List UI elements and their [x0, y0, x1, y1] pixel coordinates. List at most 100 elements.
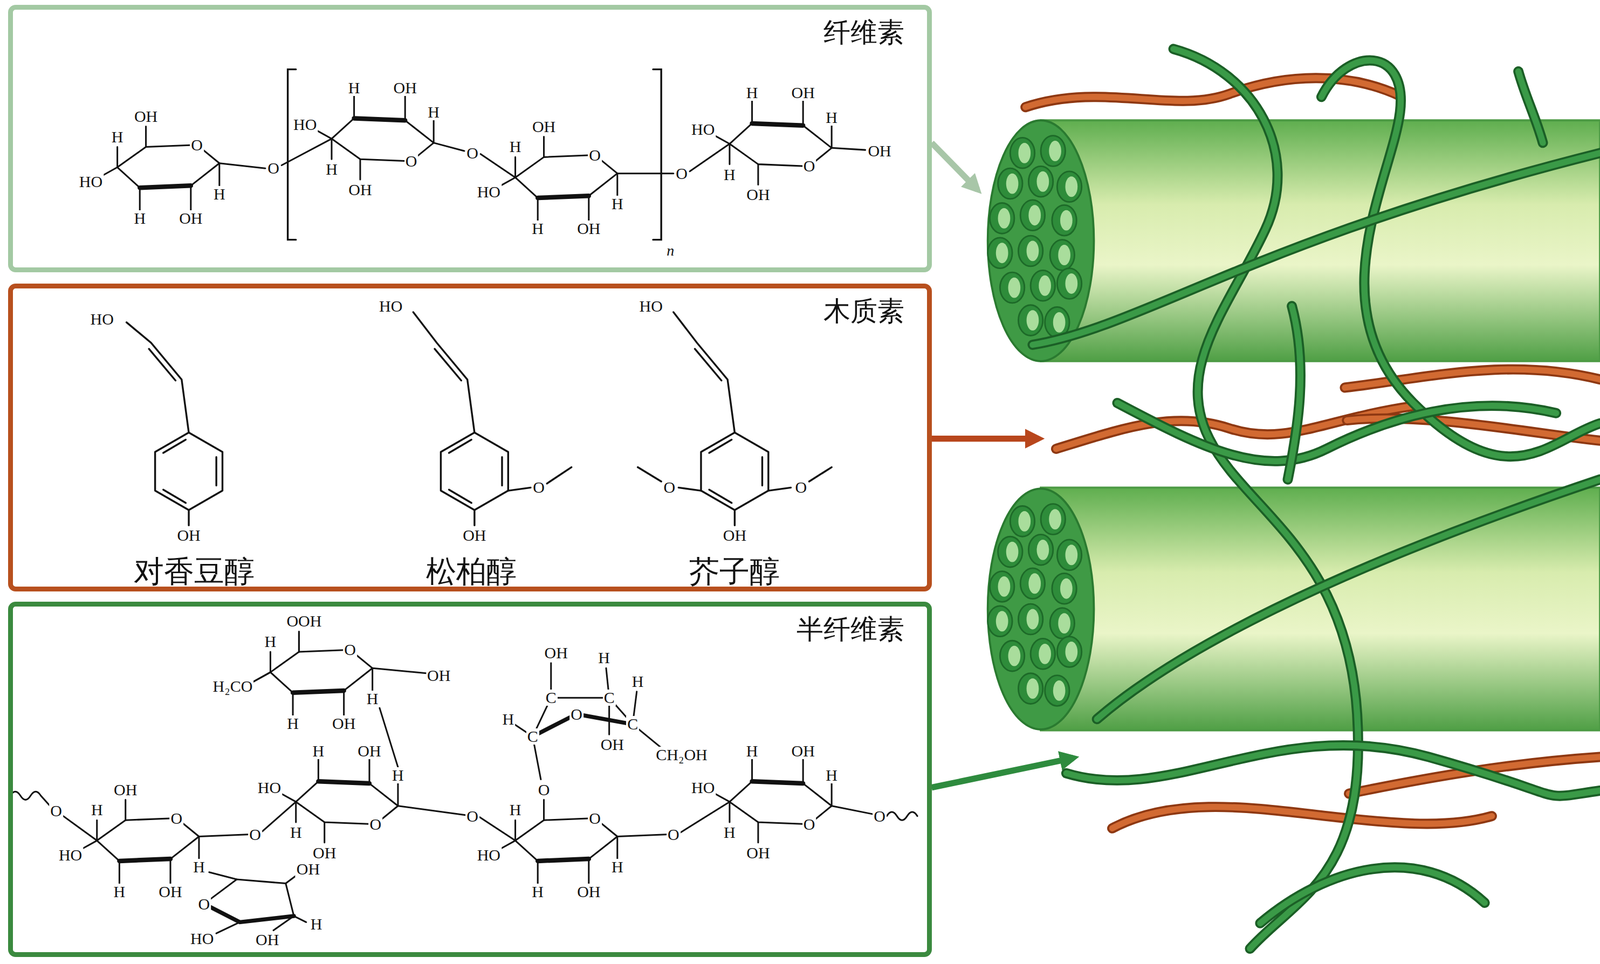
atom-label: HO [189, 930, 215, 947]
atom-label: H [110, 128, 125, 146]
atom-label: OH [157, 883, 183, 901]
atom-label: O [802, 816, 817, 833]
cellulose-structure [711, 100, 832, 185]
panel-title: 纤维素 [821, 17, 907, 49]
hemicellulose-structure [711, 759, 832, 843]
atom-label: H₂CO [211, 678, 254, 695]
atom-label: HO [378, 298, 404, 315]
fibre-illustration [1096, 479, 1600, 720]
atom-label: OH [177, 210, 204, 227]
fibre-illustration [1260, 867, 1485, 924]
pointer-arrow [931, 435, 1040, 442]
hemicellulose-structure [10, 631, 918, 934]
fibre-illustration [1117, 402, 1557, 462]
atom-label: O [169, 810, 184, 827]
atom-label: OH [575, 883, 602, 901]
fibre-illustration [1055, 406, 1413, 449]
atom-label: OH [531, 118, 557, 135]
atom-label: H [112, 883, 127, 901]
atom-label: HO [256, 779, 283, 796]
atom-label: O [49, 802, 64, 820]
atom-label: OH [331, 715, 357, 732]
fibre-illustration [1025, 78, 1400, 108]
atom-label: O [662, 479, 677, 496]
atom-label: OH [175, 527, 202, 544]
atom-label: HO [89, 311, 115, 328]
atom-label: OH [311, 845, 338, 862]
atom-label: OH [745, 845, 771, 862]
lignin-structures [413, 312, 572, 526]
atom-label: O [404, 153, 419, 170]
atom-label: C [526, 728, 540, 745]
atom-label: O [587, 810, 602, 827]
panel-box: 木质素 [8, 283, 932, 592]
atom-label: H [745, 743, 760, 760]
fibre-illustration [1032, 153, 1600, 346]
atom-label: H [630, 673, 645, 690]
atom-label: H [722, 824, 737, 841]
atom-label: O [342, 641, 357, 658]
fibre-illustration [1025, 78, 1400, 108]
atom-label: O [531, 479, 546, 496]
atom-label: OH [722, 527, 748, 544]
atom-label: O [248, 826, 263, 843]
atom-label: HO [638, 298, 664, 315]
fibre-illustration [1066, 745, 1600, 796]
fibre-illustration [987, 488, 1095, 730]
hemicellulose-structure [203, 903, 294, 923]
atom-label: OH [745, 186, 771, 203]
panel-box: 纤维素 [8, 4, 932, 273]
hemicellulose-structure [514, 663, 662, 780]
atom-label: O [794, 479, 809, 496]
atom-label: OH [392, 79, 418, 96]
atom-label: O [569, 706, 584, 723]
atom-label: H [390, 767, 405, 784]
cellulose-structure [831, 147, 865, 150]
atom-label: OH [254, 931, 280, 949]
fibre-illustration [1518, 71, 1543, 143]
lignin-structures [155, 432, 223, 511]
repeat-subscript: n [665, 243, 676, 259]
cellulose-structure [433, 142, 515, 178]
atom-label: H [722, 166, 737, 183]
atom-label: OH [575, 220, 602, 237]
atom-label: C [626, 716, 640, 733]
atom-label: H [263, 633, 278, 650]
atom-label: H [90, 801, 105, 819]
lignin-structures [701, 432, 769, 511]
fibre-illustration [1096, 479, 1600, 720]
atom-label: H [745, 84, 760, 101]
atom-label: C [602, 689, 616, 706]
atom-label: OH [295, 861, 321, 878]
compound-name: 对香豆醇 [132, 556, 256, 587]
atom-label: O [266, 160, 281, 177]
atom-label: H [530, 220, 545, 237]
atom-label: OH [790, 743, 816, 760]
pointer-arrow [931, 758, 1074, 788]
atom-label: HO [476, 847, 502, 864]
fibre-illustration [1112, 807, 1493, 829]
atom-label: O [872, 808, 887, 825]
panel-title: 木质素 [821, 296, 907, 328]
fibre-illustration [1117, 402, 1557, 462]
fibre-illustration [1321, 60, 1600, 457]
hemicellulose-structure [78, 799, 199, 884]
fibre-illustration [1055, 406, 1413, 449]
compound-name: 芥子醇 [688, 556, 781, 587]
atom-label: OH [461, 527, 487, 544]
atom-label: H [324, 161, 339, 178]
cellulose-structure [617, 143, 730, 174]
fibre-illustration [1321, 60, 1600, 457]
atom-label: HO [292, 116, 318, 133]
atom-label: H [365, 690, 380, 707]
atom-label: H [824, 109, 839, 126]
atom-label: H [500, 711, 515, 728]
atom-label: H [212, 186, 227, 203]
cellulose-structure [497, 136, 618, 221]
atom-label: H [508, 801, 523, 819]
atom-label: H [824, 767, 839, 784]
atom-label: O [537, 781, 552, 799]
atom-label: O [674, 165, 689, 182]
atom-label: HO [690, 121, 716, 138]
